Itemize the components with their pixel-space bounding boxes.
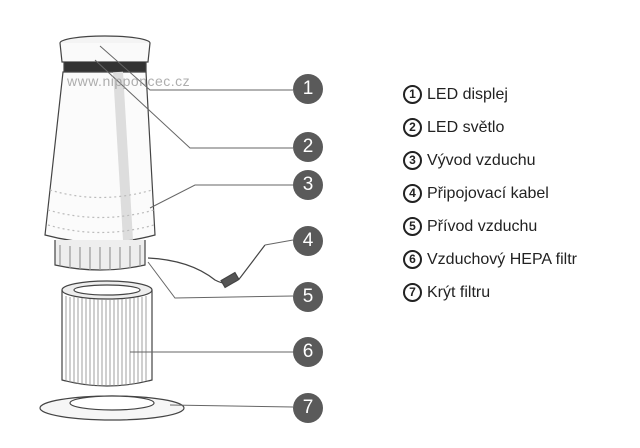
main-body bbox=[44, 71, 156, 271]
legend-number: 3 bbox=[403, 151, 422, 170]
legend-item: 1 LED displej bbox=[403, 78, 577, 111]
hepa-filter bbox=[61, 280, 153, 387]
legend-label: Krýt filtru bbox=[427, 283, 491, 301]
callout-5: 5 bbox=[293, 282, 323, 312]
legend-item: 5 Přívod vzduchu bbox=[403, 210, 577, 243]
callout-6: 6 bbox=[293, 337, 323, 367]
watermark: www.nipponcec.cz bbox=[67, 73, 191, 89]
callout-2: 2 bbox=[293, 132, 323, 162]
legend-number: 1 bbox=[403, 85, 422, 104]
legend-number: 5 bbox=[403, 217, 422, 236]
legend-item: 2 LED světlo bbox=[403, 111, 577, 144]
legend-label: Přívod vzduchu bbox=[427, 217, 538, 235]
legend-number: 2 bbox=[403, 118, 422, 137]
callout-1: 1 bbox=[293, 74, 323, 104]
legend-item: 4 Připojovací kabel bbox=[403, 177, 577, 210]
legend-item: 7 Krýt filtru bbox=[403, 276, 577, 309]
leader-lines bbox=[94, 45, 294, 408]
callout-3: 3 bbox=[293, 170, 323, 200]
power-cable bbox=[147, 244, 266, 285]
top-cap bbox=[59, 35, 151, 73]
legend-item: 6 Vzduchový HEPA filtr bbox=[403, 243, 577, 276]
callout-4: 4 bbox=[293, 226, 323, 256]
callout-7: 7 bbox=[293, 393, 323, 423]
legend-number: 6 bbox=[403, 250, 422, 269]
legend-item: 3 Vývod vzduchu bbox=[403, 144, 577, 177]
legend-label: Vzduchový HEPA filtr bbox=[427, 250, 577, 268]
legend-label: LED displej bbox=[427, 85, 508, 103]
legend-number: 4 bbox=[403, 184, 422, 203]
legend-label: LED světlo bbox=[427, 118, 505, 136]
legend-label: Vývod vzduchu bbox=[427, 151, 536, 169]
filter-cover bbox=[39, 395, 185, 421]
legend-number: 7 bbox=[403, 283, 422, 302]
legend-label: Připojovací kabel bbox=[427, 184, 549, 202]
